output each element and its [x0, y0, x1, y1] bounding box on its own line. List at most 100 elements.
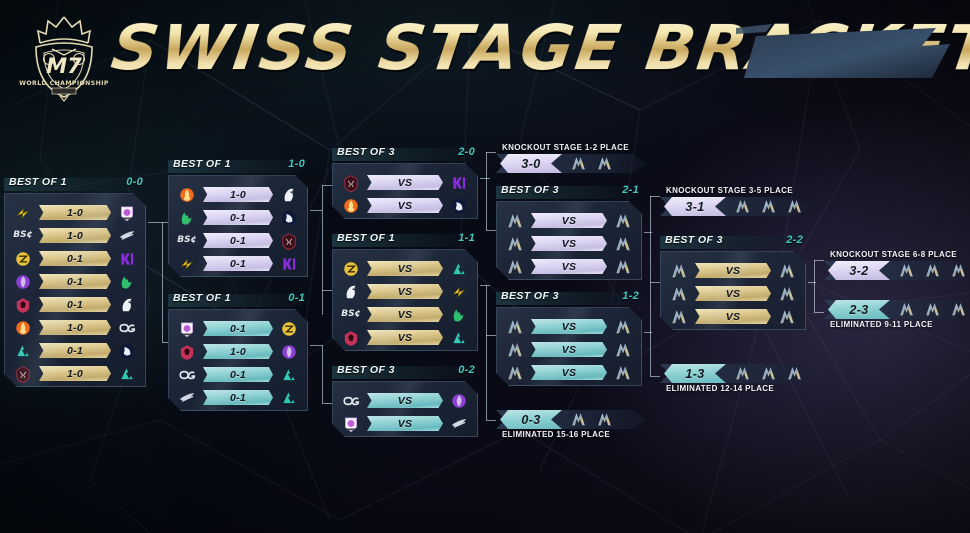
match-row[interactable]: 0-1: [14, 293, 136, 316]
match-score: VS: [367, 393, 443, 408]
match-row[interactable]: VS: [506, 232, 632, 255]
score-ribbon: [367, 330, 443, 345]
team-logo-tbd: [924, 301, 941, 318]
team-logo-tbd: [898, 262, 915, 279]
match-row[interactable]: 1-0: [14, 201, 136, 224]
team-logo-tbd: [506, 364, 524, 382]
qualification-team-slots: [898, 301, 967, 318]
team-logo-tbd: [670, 262, 688, 280]
score-value: 1-0: [229, 188, 247, 201]
match-row[interactable]: BS¢VS: [342, 303, 468, 326]
score-value: 0-1: [229, 322, 247, 335]
match-row[interactable]: 0-1: [178, 317, 298, 340]
group-header-bar: [496, 292, 642, 305]
score-ribbon: [39, 251, 111, 266]
match-row[interactable]: VS: [506, 338, 632, 361]
match-row[interactable]: 0-1: [178, 386, 298, 409]
match-score: 0-1: [203, 321, 273, 336]
team-logo-tbd: [614, 318, 632, 336]
team-logo-liquid: [450, 197, 468, 215]
group-header-bar: [168, 294, 308, 307]
group-body: VS VS VS: [496, 201, 642, 280]
team-logo-weibo: [118, 296, 136, 314]
match-score: VS: [531, 319, 607, 334]
qualification-banner-q-3-1: 3-1 KNOCKOUT STAGE 3-5 PLACE: [660, 186, 810, 218]
qualification-banner-q-0-3: 0-3 ELIMINATED 15-16 PLACE: [496, 410, 646, 442]
match-row[interactable]: BS¢1-0: [14, 224, 136, 247]
match-row[interactable]: 1-0: [178, 183, 298, 206]
group-body: VS VS: [332, 381, 478, 437]
team-logo-alter: [450, 260, 468, 278]
score-ribbon: [39, 320, 111, 335]
match-row[interactable]: 1-0: [14, 316, 136, 339]
match-row[interactable]: 0-1: [14, 270, 136, 293]
group-record-label: 1-0: [288, 158, 305, 170]
team-logo-vampire: [450, 392, 468, 410]
qualification-team-slots: [734, 365, 803, 382]
score-ribbon: [367, 307, 443, 322]
score-ribbon: [531, 365, 607, 380]
group-record-label: 0-0: [126, 176, 143, 188]
group-format-label: BEST OF 3: [665, 234, 723, 246]
match-score: VS: [531, 259, 607, 274]
match-row[interactable]: VS: [342, 171, 468, 194]
match-score: VS: [367, 330, 443, 345]
team-logo-tbd: [950, 301, 967, 318]
qualification-banner-q-3-0: 3-0 KNOCKOUT STAGE 1-2 PLACE: [496, 143, 646, 175]
match-row[interactable]: 0-1: [178, 252, 298, 275]
score-value: VS: [397, 308, 413, 321]
match-row[interactable]: 0-1: [14, 247, 136, 270]
match-score: 1-0: [203, 344, 273, 359]
match-row[interactable]: VS: [506, 315, 632, 338]
team-logo-bsc: BS¢: [13, 230, 33, 240]
score-ribbon: [367, 284, 443, 299]
score-value: 0-1: [229, 368, 247, 381]
match-score: VS: [695, 263, 771, 278]
svg-text:WORLD CHAMPIONSHIP: WORLD CHAMPIONSHIP: [19, 80, 109, 87]
match-row[interactable]: 1-0: [14, 362, 136, 385]
team-logo-tbd: [778, 308, 796, 326]
score-ribbon: [203, 187, 273, 202]
team-logo-tbd: [614, 364, 632, 382]
score-value: 0-1: [66, 252, 84, 265]
group-format-label: BEST OF 3: [337, 364, 395, 376]
match-row[interactable]: 0-1: [178, 363, 298, 386]
match-row[interactable]: VS: [342, 257, 468, 280]
score-ribbon: [39, 228, 111, 243]
team-logo-weibo: [342, 283, 360, 301]
qualification-score: 2-3: [849, 302, 869, 317]
match-row[interactable]: VS: [670, 305, 796, 328]
score-value: VS: [397, 285, 413, 298]
team-logo-tbd: [506, 341, 524, 359]
team-logo-tbd: [614, 341, 632, 359]
team-logo-selangor: [118, 273, 136, 291]
match-row[interactable]: VS: [506, 209, 632, 232]
match-row[interactable]: VS: [506, 255, 632, 278]
match-row[interactable]: VS: [342, 326, 468, 349]
match-score: VS: [531, 236, 607, 251]
score-value: 0-1: [229, 211, 247, 224]
score-value: VS: [397, 417, 413, 430]
match-row[interactable]: VS: [342, 194, 468, 217]
team-logo-firefox: [14, 319, 32, 337]
match-row[interactable]: 0-1: [14, 339, 136, 362]
score-ribbon: [203, 210, 273, 225]
team-logo-onic: [14, 204, 32, 222]
match-row[interactable]: VS: [506, 361, 632, 384]
match-row[interactable]: 1-0: [178, 340, 298, 363]
match-row[interactable]: 0-1: [178, 206, 298, 229]
team-logo-selangor: [450, 306, 468, 324]
match-row[interactable]: VS: [342, 280, 468, 303]
match-row[interactable]: VS: [670, 282, 796, 305]
match-row[interactable]: VS: [342, 389, 468, 412]
match-row[interactable]: BS¢0-1: [178, 229, 298, 252]
match-score: 1-0: [203, 187, 273, 202]
score-ribbon: [695, 286, 771, 301]
match-row[interactable]: VS: [342, 412, 468, 435]
match-row[interactable]: VS: [670, 259, 796, 282]
team-logo-tbd: [786, 365, 803, 382]
